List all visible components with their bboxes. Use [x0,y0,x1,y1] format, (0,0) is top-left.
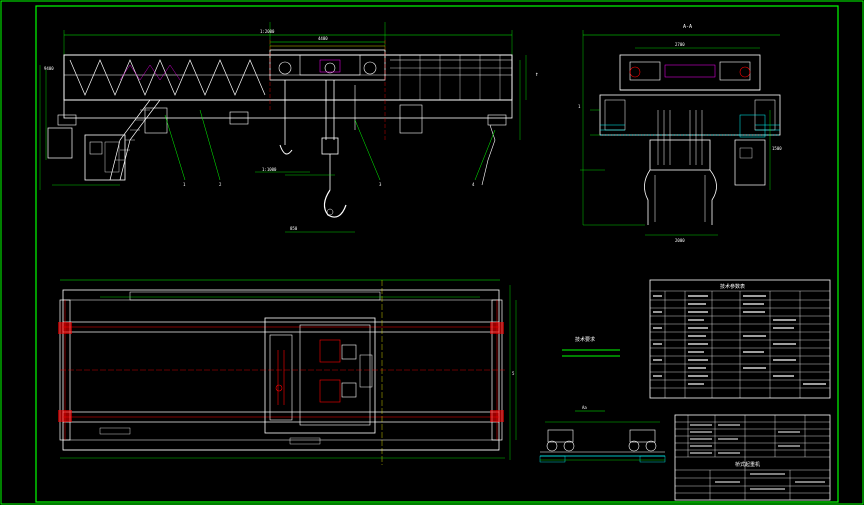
title-block: 桥式起重机 [674,414,831,501]
parameters-table-title: 技术参数表 [720,283,745,290]
svg-text:1:2000: 1:2000 [260,29,275,34]
svg-text:850: 850 [290,226,298,231]
technical-requirements: 技术要求 [562,336,620,357]
view-aa-label: A-A [683,24,692,30]
svg-text:9400: 9400 [44,66,54,71]
leader-label-4: 4 [472,182,475,187]
svg-text:4400: 4400 [318,36,328,41]
side-view-aa: A-A 2700 2000 [578,24,782,243]
svg-text:1:1000: 1:1000 [262,167,277,172]
title-block-name: 桥式起重机 [735,461,760,468]
section-label: Aa [582,405,587,410]
svg-text:1: 1 [578,104,581,109]
wheel-detail-view: Aa [539,405,666,463]
leader-label-2: 2 [219,182,222,187]
front-elevation-view: 1:2000 4400 [39,22,539,233]
plan-view: 5 [58,279,517,465]
parameters-table: 技术参数表 [649,279,831,399]
svg-text:5: 5 [512,371,515,376]
tech-requirements-title: 技术要求 [575,336,595,343]
svg-text:↑: ↑ [535,71,539,78]
leader-label-1: 1 [183,182,186,187]
leader-label-3: 3 [379,182,382,187]
svg-text:1500: 1500 [772,146,782,151]
inner-frame [35,5,839,503]
svg-text:2700: 2700 [675,42,685,47]
svg-text:2000: 2000 [675,238,685,243]
